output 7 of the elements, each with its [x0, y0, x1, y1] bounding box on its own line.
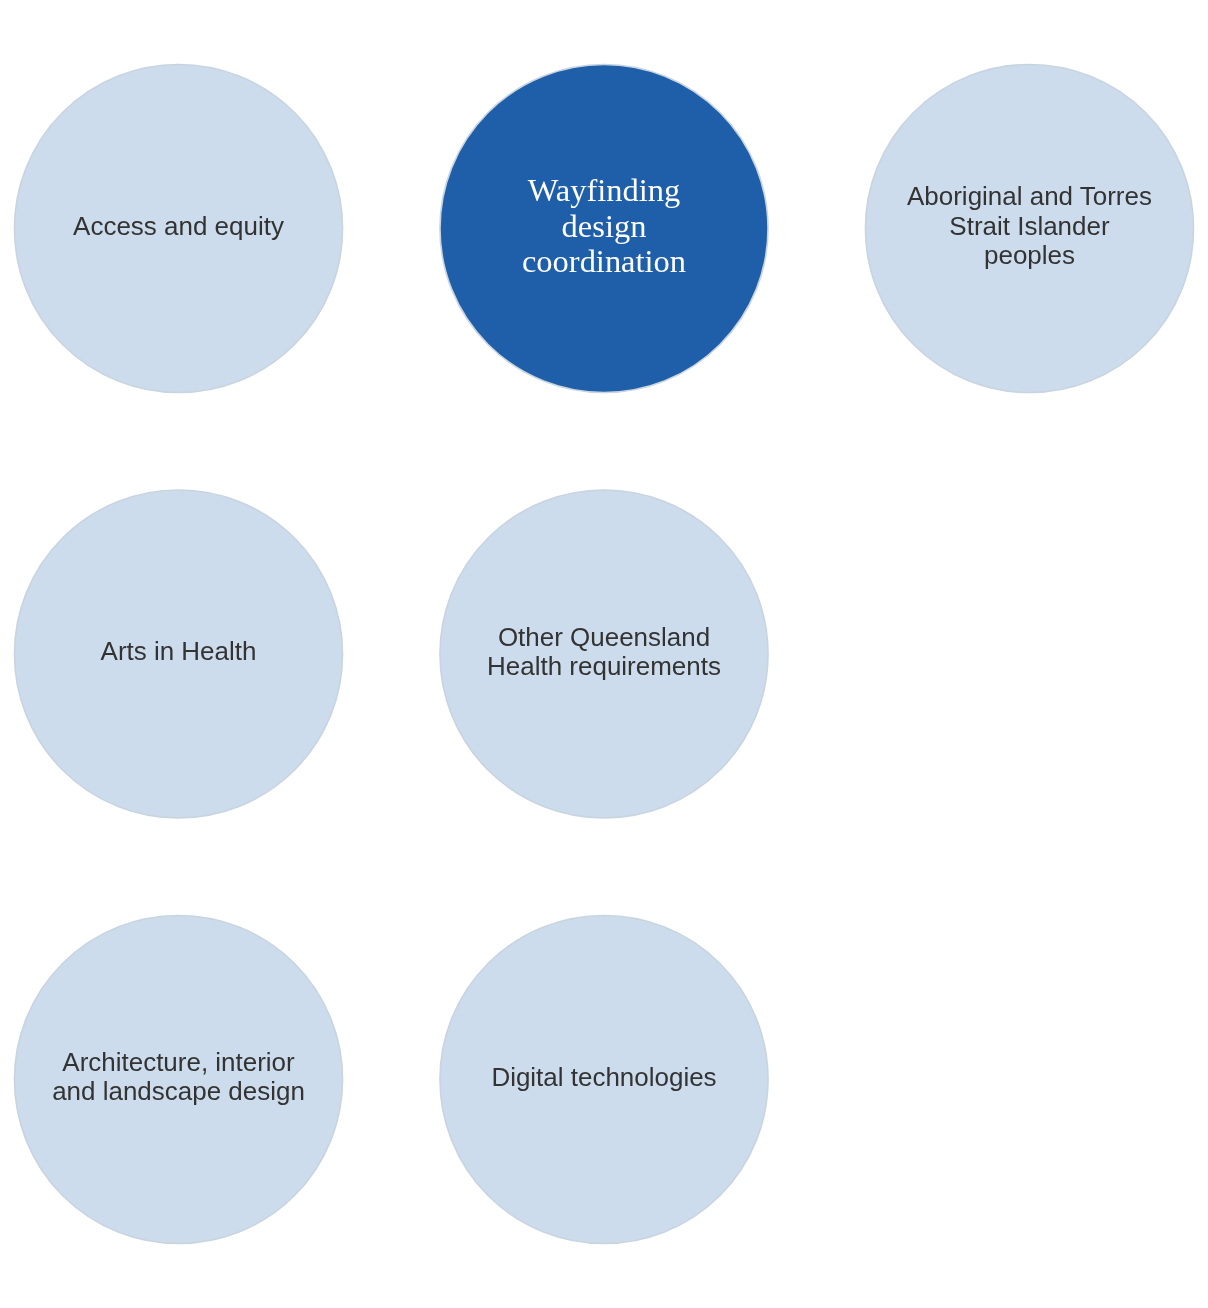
node-circle: Aboriginal and Torres Strait Islander peoples	[864, 63, 1195, 394]
node-circle: Architecture, interior and landscape design	[13, 914, 344, 1245]
node-circle: Arts in Health	[13, 489, 344, 819]
node-circle: Digital technologies	[439, 914, 769, 1245]
node-circle: Other Queensland Health requirements	[439, 489, 769, 819]
node-circle: Access and equity	[13, 63, 344, 394]
node-circle: Wayfinding design coordination	[439, 63, 769, 394]
